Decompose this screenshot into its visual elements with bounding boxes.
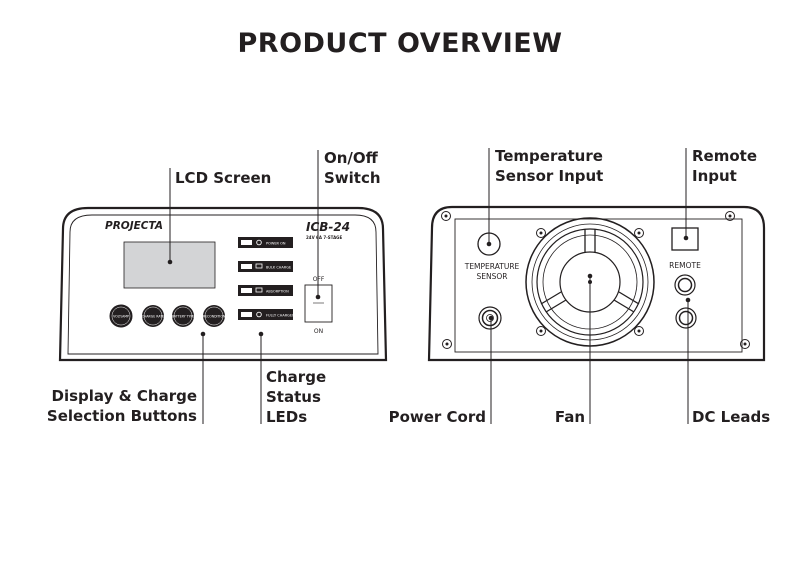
callout-charge-leds-line1: Charge <box>266 368 327 386</box>
screw <box>441 211 451 221</box>
button-battery-type[interactable]: BATTERY TYPE <box>172 305 195 327</box>
dc-lead-port <box>675 307 697 329</box>
led-label-bulk-charge: BULK CHARGE <box>266 266 291 270</box>
callout-temperature-input-line1: Temperature <box>495 147 603 165</box>
switch-label-on: ON <box>314 328 323 335</box>
callout-power-cord: Power Cord <box>388 408 486 426</box>
power-icon <box>256 239 262 246</box>
button-volt-amp[interactable]: VOLT/AMP <box>109 304 133 328</box>
check-icon <box>256 311 262 318</box>
callout-lcd-screen: LCD Screen <box>175 169 272 187</box>
screw <box>740 339 750 349</box>
front-panel: PROJECTA ICB-24 24V 6A 7-STAGE POWER ON … <box>58 206 388 362</box>
battery-icon <box>255 287 263 293</box>
callout-remote-input-line1: Remote <box>692 147 758 165</box>
callout-dc-leads: DC Leads <box>692 408 771 426</box>
temperature-label-line2: SENSOR <box>477 272 508 281</box>
button-label-charge-rate: CHARGE RATE <box>142 315 165 319</box>
led-fully-charged: FULLY CHARGED <box>238 309 295 320</box>
callout-on-off-switch-line1: On/Off <box>324 149 378 167</box>
callout-display-buttons-line1: Display & Charge <box>51 387 197 405</box>
power-cord-port <box>478 306 502 330</box>
battery-icon <box>255 263 263 269</box>
page-title: PRODUCT OVERVIEW <box>237 28 563 59</box>
led-label-absorption: ABSORPTION <box>266 290 289 294</box>
button-charge-rate[interactable]: CHARGE RATE <box>142 305 165 327</box>
back-panel: TEMPERATURE SENSOR <box>427 205 766 362</box>
screw <box>725 211 735 221</box>
callout-display-buttons-line2: Selection Buttons <box>46 407 197 425</box>
button-recondition[interactable]: RECONDITION <box>203 305 226 327</box>
led-label-power-on: POWER ON <box>266 242 286 246</box>
led-bulk-charge: BULK CHARGE <box>238 261 293 272</box>
temperature-label-line1: TEMPERATURE <box>464 262 520 271</box>
button-label-battery-type: BATTERY TYPE <box>172 315 195 319</box>
screw <box>442 339 452 349</box>
callout-fan: Fan <box>554 408 585 426</box>
led-label-fully-charged: FULLY CHARGED <box>266 314 295 318</box>
callout-on-off-switch-line2: Switch <box>324 169 381 187</box>
callout-charge-leds-line3: LEDs <box>266 408 308 426</box>
leader-lines <box>167 148 691 424</box>
callout-charge-leds-line2: Status <box>266 388 321 406</box>
model-name: ICB-24 <box>306 220 350 234</box>
remote-label: REMOTE <box>669 261 701 270</box>
front-panel-bezel <box>67 214 379 355</box>
led-absorption: ABSORPTION <box>238 285 293 296</box>
dc-lead-port <box>674 274 696 296</box>
button-label-volt-amp: VOLT/AMP <box>113 315 129 319</box>
led-power-on: POWER ON <box>238 237 293 248</box>
brand-logo: PROJECTA <box>105 220 163 232</box>
button-label-recondition: RECONDITION <box>203 315 226 319</box>
model-subtitle: 24V 6A 7-STAGE <box>306 235 342 240</box>
switch-label-off: OFF <box>313 276 325 283</box>
callout-remote-input-line2: Input <box>692 167 737 185</box>
callout-temperature-input-line2: Sensor Input <box>495 167 604 185</box>
